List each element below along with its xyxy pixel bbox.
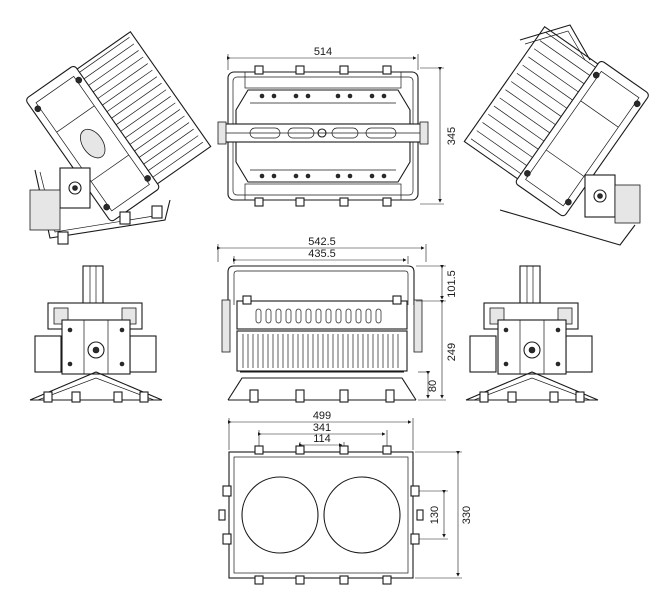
side-view-right bbox=[465, 265, 599, 403]
dim-bottom-lens-span: 341 bbox=[313, 422, 331, 434]
housing-plate-right bbox=[515, 60, 649, 217]
dim-top-height: 345 bbox=[446, 127, 458, 145]
dim-front-base-height: 80 bbox=[427, 380, 439, 392]
dim-bottom-height: 330 bbox=[461, 506, 473, 524]
dim-top-width: 514 bbox=[314, 46, 332, 58]
heatsink-front bbox=[236, 330, 408, 372]
fins-front bbox=[242, 334, 399, 368]
base-front bbox=[227, 377, 417, 401]
lens-right bbox=[323, 476, 401, 554]
base-side bbox=[29, 371, 163, 401]
isometric-view-right bbox=[463, 24, 649, 246]
side-view-left bbox=[29, 265, 163, 403]
heatsink-fins bbox=[72, 31, 212, 188]
pivot-knob-side bbox=[87, 341, 105, 359]
lens-left bbox=[241, 476, 319, 554]
front-view: 542.5 435.5 101.5 249 80 bbox=[217, 236, 458, 403]
isometric-view-left bbox=[26, 31, 212, 245]
mounting-bracket-right bbox=[499, 209, 636, 246]
dim-front-overall-width: 542.5 bbox=[308, 236, 336, 248]
lens-slots bbox=[255, 308, 382, 324]
driver-box bbox=[80, 128, 106, 159]
dim-front-inner-width: 435.5 bbox=[308, 248, 336, 260]
pivot-mount bbox=[59, 167, 91, 209]
bottom-frame bbox=[228, 451, 414, 579]
bottom-view: 499 341 114 130 330 bbox=[218, 410, 473, 585]
dim-bottom-mount-height: 130 bbox=[429, 506, 441, 524]
lens-bar bbox=[236, 300, 408, 330]
top-bracket bbox=[227, 265, 415, 305]
dim-bottom-lens-gap: 114 bbox=[313, 433, 331, 445]
dim-front-bracket-height: 101.5 bbox=[446, 270, 458, 298]
top-view: 514 345 bbox=[217, 46, 458, 207]
fins-side bbox=[34, 335, 62, 373]
dim-front-body-height: 249 bbox=[446, 343, 458, 361]
dim-bottom-width: 499 bbox=[313, 410, 331, 422]
top-fins bbox=[244, 71, 402, 201]
pivot-knob bbox=[68, 181, 82, 195]
screws-top bbox=[259, 93, 387, 179]
